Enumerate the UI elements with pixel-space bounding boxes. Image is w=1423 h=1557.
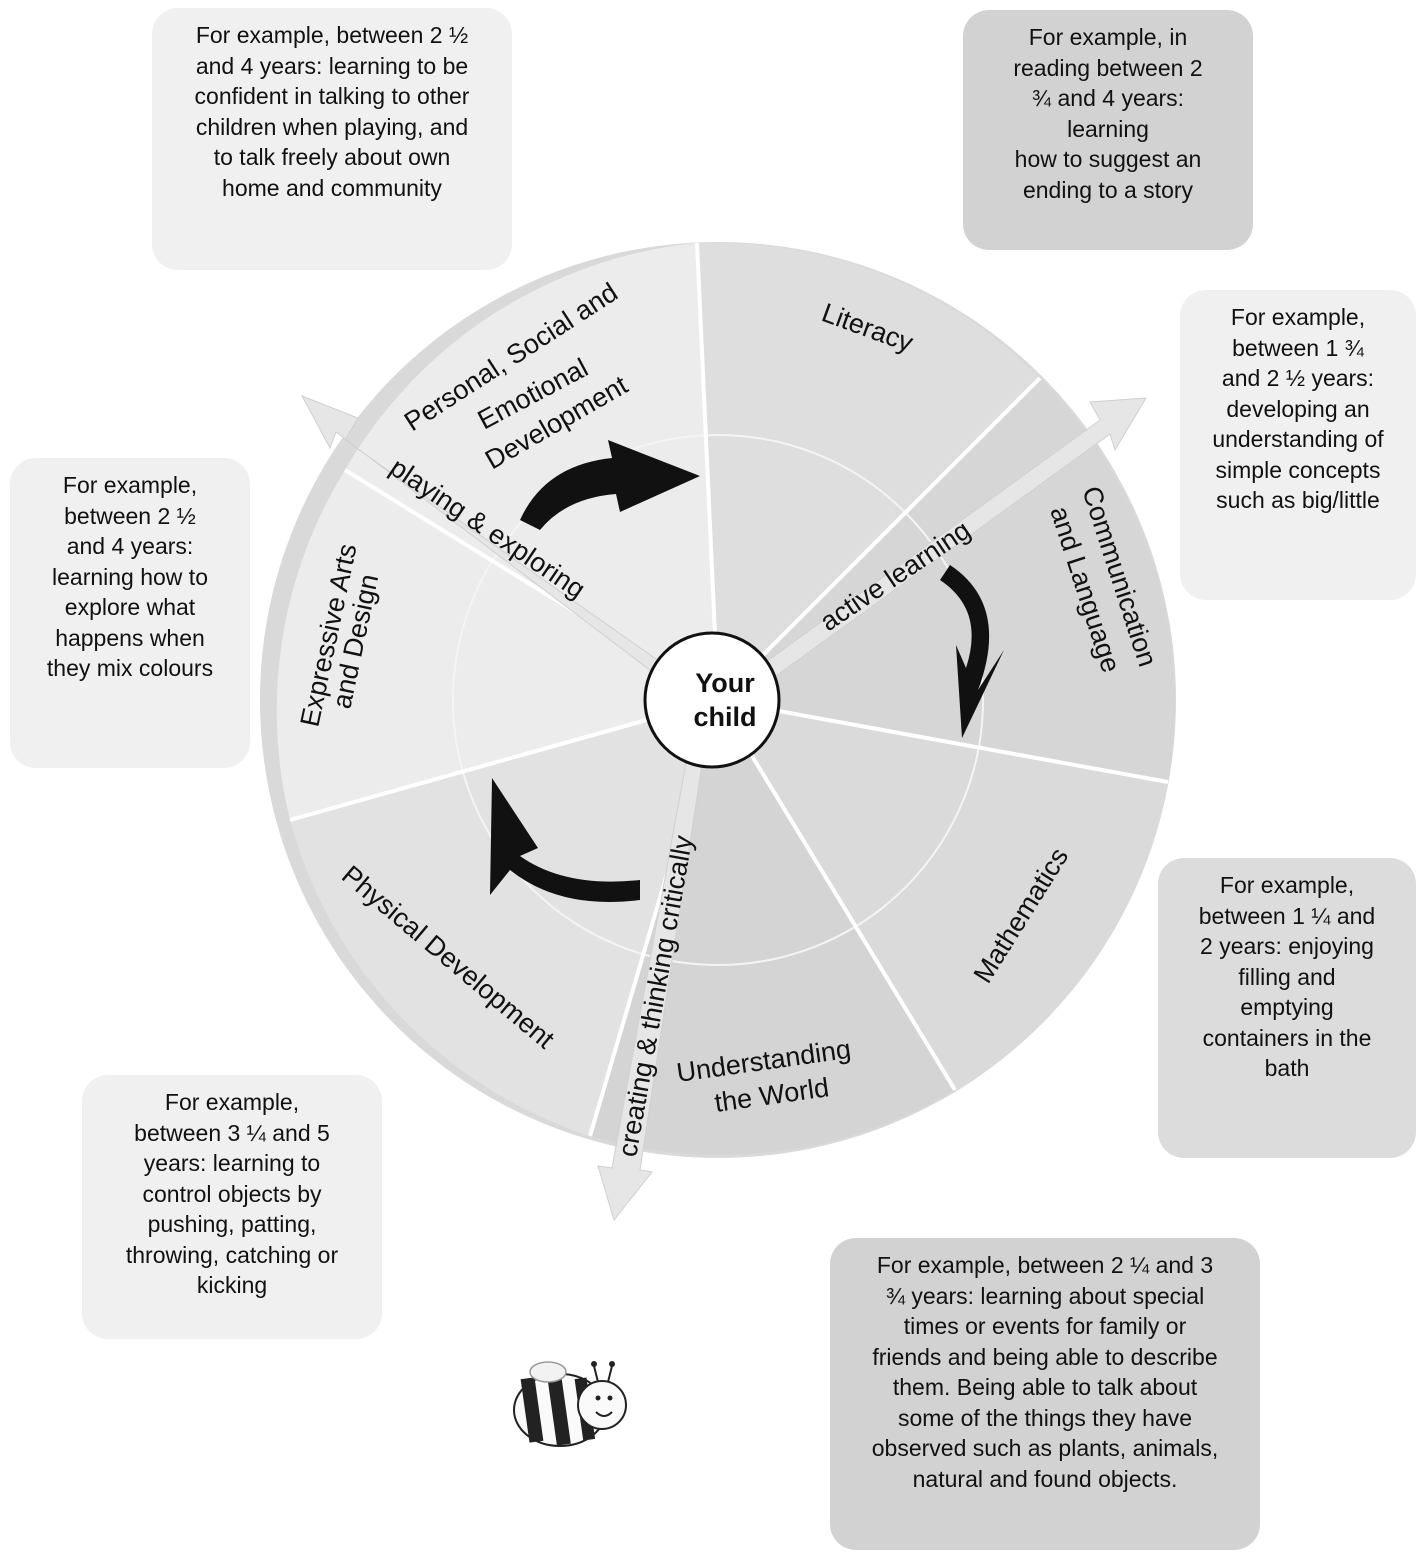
example-line: For example,: [1219, 872, 1355, 898]
example-line: between 3 ¼ and 5: [134, 1119, 330, 1146]
process-arrow-active: [729, 397, 1147, 703]
cycle-arrow-top: [520, 440, 700, 530]
process-arrow-playing: [300, 395, 701, 703]
example-line: happens when: [55, 624, 205, 651]
example-line: emptying: [1240, 994, 1334, 1020]
example-line: reading between 2: [1013, 54, 1203, 81]
example-line: some of the things they have: [897, 1404, 1193, 1431]
example-box-mathematics: For example, between 1 ¼ and 2 years: en…: [1158, 858, 1416, 1158]
example-line: natural and found objects.: [912, 1465, 1178, 1492]
example-line: them. Being able to talk about: [892, 1374, 1198, 1400]
example-line: ¾ years: learning about special: [885, 1282, 1205, 1309]
cycle-arrow-right: [940, 565, 1004, 738]
example-line: 2 years: enjoying: [1200, 933, 1374, 959]
segment-understanding: [590, 700, 955, 1155]
example-line: they mix colours: [46, 655, 214, 681]
segment-mathematics: [718, 700, 1168, 1090]
cycle-arrow-bottom: [490, 778, 640, 902]
example-line: explore what: [64, 594, 196, 620]
example-line: ending to a story: [1022, 176, 1194, 203]
example-line: how to suggest an: [1014, 146, 1202, 172]
segment-expressive: [276, 470, 718, 820]
example-line: For example,: [62, 472, 198, 498]
bee-illustration: [513, 1361, 627, 1447]
center-circle: [643, 631, 781, 769]
example-line: For example,: [1230, 304, 1366, 330]
example-line: to talk freely about own: [213, 144, 451, 170]
example-line: kicking: [196, 1272, 268, 1298]
example-line: observed such as plants, animals,: [871, 1435, 1219, 1461]
cycle-arrows: [490, 440, 1004, 902]
process-arrow-creating: [597, 707, 711, 1222]
example-line: between 2 ½: [64, 502, 196, 529]
example-line: For example,: [164, 1089, 300, 1115]
example-line: For example, between 2 ¼ and 3: [876, 1252, 1214, 1278]
example-line: and 4 years: learning to be: [195, 52, 469, 79]
example-line: control objects by: [142, 1180, 322, 1207]
example-line: children when playing, and: [195, 113, 469, 140]
example-box-literacy: For example, in reading between 2 ¾ and …: [963, 10, 1253, 250]
example-line: ¾ and 4 years:: [1031, 85, 1185, 111]
inner-ring: [452, 434, 984, 966]
center-label-line-2: child: [693, 702, 756, 732]
example-line: pushing, patting,: [147, 1211, 317, 1237]
example-line: For example, between 2 ½: [195, 22, 469, 48]
process-arrows: [300, 395, 1147, 1222]
example-line: simple concepts: [1215, 456, 1381, 483]
example-line: and 2 ½ years:: [1221, 365, 1375, 391]
example-box-expressive: For example, between 2 ½ and 4 years: le…: [10, 458, 250, 768]
example-line: confident in talking to other: [194, 83, 470, 109]
example-box-communication: For example, between 1 ¾ and 2 ½ years: …: [1180, 290, 1416, 600]
example-line: between 1 ¾: [1232, 334, 1364, 361]
example-line: such as big/little: [1216, 487, 1380, 513]
example-box-psed: For example, between 2 ½ and 4 years: le…: [152, 8, 512, 270]
example-line: and 4 years:: [66, 533, 194, 559]
segment-dividers: [289, 242, 1169, 1137]
segment-literacy: [697, 242, 1040, 701]
example-box-physical: For example, between 3 ¼ and 5 years: le…: [82, 1075, 382, 1339]
example-line: learning: [1067, 115, 1149, 142]
example-line: For example, in: [1028, 24, 1188, 50]
segment-psed: [345, 243, 718, 700]
example-line: developing an: [1226, 395, 1370, 422]
example-line: between 1 ¼ and: [1198, 902, 1376, 929]
example-line: understanding of: [1212, 426, 1384, 452]
example-line: learning how to: [52, 563, 208, 590]
example-line: years: learning to: [143, 1150, 321, 1176]
example-line: throwing, catching or: [125, 1241, 339, 1268]
example-line: filling and: [1238, 963, 1336, 990]
example-line: times or events for family or: [903, 1313, 1187, 1339]
example-line: bath: [1264, 1055, 1310, 1081]
example-line: home and community: [222, 174, 442, 201]
example-line: friends and being able to describe: [872, 1343, 1218, 1370]
example-box-understanding: For example, between 2 ¼ and 3 ¾ years: …: [830, 1238, 1260, 1550]
example-line: containers in the: [1202, 1024, 1372, 1051]
center-label-line-1: Your: [695, 668, 755, 698]
segment-physical: [290, 700, 718, 1136]
